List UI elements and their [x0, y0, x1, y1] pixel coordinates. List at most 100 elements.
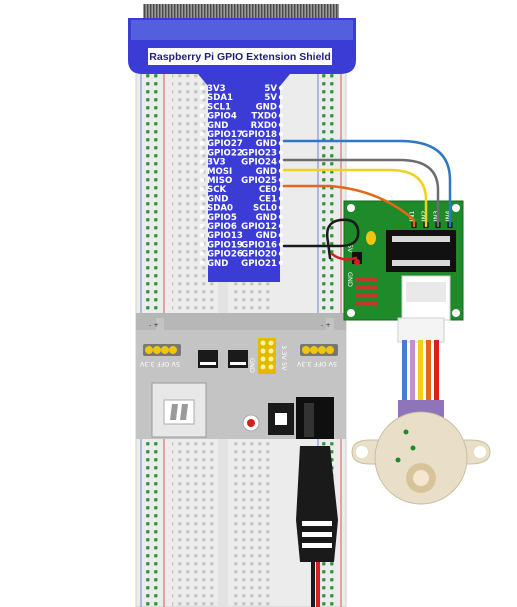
jumper-left-pin-4 [169, 346, 177, 354]
hp3 [261, 349, 266, 354]
dc-jack-slot [304, 403, 314, 437]
jumper-right-pin-4 [326, 346, 334, 354]
motor-wire-red [434, 340, 439, 400]
pin-dot-right [279, 261, 283, 265]
regulator-left [198, 350, 218, 368]
pin-dot-right [279, 205, 283, 209]
jumper-left-pin-1 [145, 346, 153, 354]
resistor-3 [355, 294, 377, 298]
pin-dot-left [200, 205, 204, 209]
pin-dot-left [200, 169, 204, 173]
shield-header-strip [131, 20, 353, 40]
pin-dot-left [200, 261, 204, 265]
pm-jumper-label-c: GND [248, 358, 256, 373]
jumper-right[interactable] [300, 344, 338, 356]
pin-dot-left [200, 159, 204, 163]
regulator-right [228, 350, 248, 368]
motor-dot-1 [404, 430, 409, 435]
mount-hole-1 [347, 204, 355, 212]
hp1 [261, 341, 266, 346]
pin-dot-left [200, 86, 204, 90]
pin-dot-left [200, 242, 204, 246]
pin-dot-left [200, 123, 204, 127]
pin-dot-right [279, 150, 283, 154]
shield-title: Raspberry Pi GPIO Extension Shield [149, 51, 330, 63]
pin-dot-right [279, 215, 283, 219]
stepper-driver-board: IN1IN2IN3IN45VGND [344, 201, 463, 320]
jumper-left-pin-3 [161, 346, 169, 354]
motor-wire-yellow [418, 340, 423, 400]
pin-label-right: GPIO21 [241, 259, 277, 269]
motor-wire-blue [402, 340, 407, 400]
driver-led-1 [354, 259, 360, 265]
motor-wire-pink [410, 340, 415, 400]
pin-dot-right [279, 196, 283, 200]
driver-power-label: GND [346, 272, 354, 287]
pin-dot-left [200, 215, 204, 219]
jumper-right-pin-2 [310, 346, 318, 354]
pin-dot-right [279, 233, 283, 237]
pm-jumper-label-b: 5V [280, 362, 288, 371]
jumper-left[interactable] [143, 344, 181, 356]
motor-shaft [413, 470, 429, 486]
resistor-2 [355, 286, 377, 290]
power-led-icon [243, 415, 259, 431]
pin-dot-right [279, 141, 283, 145]
pin-dot-left [200, 224, 204, 228]
pin-dot-left [200, 196, 204, 200]
pin-dot-right [279, 187, 283, 191]
jumper-right-pin-3 [318, 346, 326, 354]
chip-pins-top [392, 236, 450, 242]
pin-dot-right [279, 86, 283, 90]
motor-mount-hole-left [356, 446, 368, 458]
pm-left-label: 5V OFF 3.3V [139, 360, 180, 368]
hp4 [269, 349, 274, 354]
pin-dot-right [279, 251, 283, 255]
dc-jack [296, 397, 334, 439]
resistor-1 [355, 278, 377, 282]
header-pins [258, 338, 276, 374]
power-button-icon[interactable] [268, 403, 294, 435]
mount-hole-4 [452, 309, 460, 317]
motor-connector [402, 276, 450, 320]
pin-dot-right [279, 159, 283, 163]
jumper-right-pin-1 [302, 346, 310, 354]
motor-plug [398, 318, 444, 342]
hp7 [261, 365, 266, 370]
dc-plug-stripe-1 [302, 521, 332, 526]
pin-label-left: GND [207, 259, 228, 269]
stepper-motor [352, 318, 490, 504]
mount-hole-3 [347, 309, 355, 317]
pin-dot-left [200, 187, 204, 191]
pm-jumper-label-a: 3.3V [280, 345, 288, 360]
jumper-left-pin-2 [153, 346, 161, 354]
motor-connector-inner [406, 282, 446, 302]
pin-dot-right [279, 224, 283, 228]
pin-dot-left [200, 141, 204, 145]
pin-dot-left [200, 113, 204, 117]
pin-dot-left [200, 132, 204, 136]
pin-dot-left [200, 104, 204, 108]
hp2 [269, 341, 274, 346]
capacitor [366, 231, 376, 245]
motor-dot-2 [411, 446, 416, 451]
pm-minus-right: - + [321, 321, 331, 329]
pm-minus-left: - + [149, 321, 159, 329]
mount-hole-2 [452, 204, 460, 212]
pin-dot-right [279, 113, 283, 117]
pin-dot-right [279, 123, 283, 127]
pm-right-label: 5V OFF 3.3V [296, 360, 337, 368]
usb-port-icon[interactable] [152, 383, 206, 437]
pin-dot-right [279, 169, 283, 173]
power-module-top-edge [136, 313, 346, 330]
pin-dot-left [200, 150, 204, 154]
pin-dot-right [279, 178, 283, 182]
resistor-4 [355, 302, 377, 306]
dc-cable-red [316, 562, 320, 607]
dc-cable-black [311, 562, 315, 607]
led-core [247, 419, 255, 427]
pin-dot-left [200, 178, 204, 182]
hp6 [269, 357, 274, 362]
